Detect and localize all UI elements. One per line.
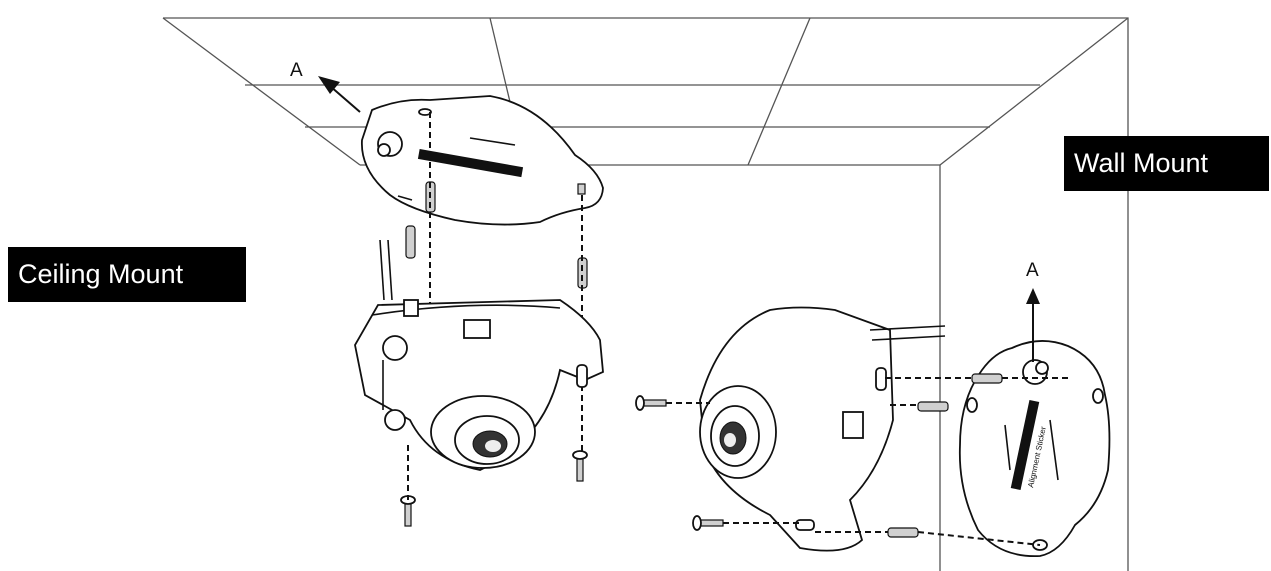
wall-guide-lines xyxy=(666,377,1070,546)
wall-direction-letter: A xyxy=(1026,260,1039,281)
wall-mount-label-text: Wall Mount xyxy=(1074,148,1209,178)
wall-direction-arrow: A xyxy=(1026,260,1040,362)
wall-mount-plate: Alignment Sticker xyxy=(958,340,1111,557)
ceiling-direction-letter: A xyxy=(290,60,303,81)
ceiling-mount-label-text: Ceiling Mount xyxy=(18,259,184,289)
wall-screws xyxy=(635,395,724,531)
wall-mount-label: Wall Mount xyxy=(1064,136,1269,191)
ceiling-camera xyxy=(354,239,604,471)
wall-camera xyxy=(699,306,946,552)
ceiling-mount-label: Ceiling Mount xyxy=(8,247,246,302)
wall-anchors xyxy=(887,373,1003,538)
ceiling-screws xyxy=(400,450,588,527)
ceiling-mount-plate xyxy=(361,95,604,226)
ceiling-direction-arrow: A xyxy=(290,60,361,113)
